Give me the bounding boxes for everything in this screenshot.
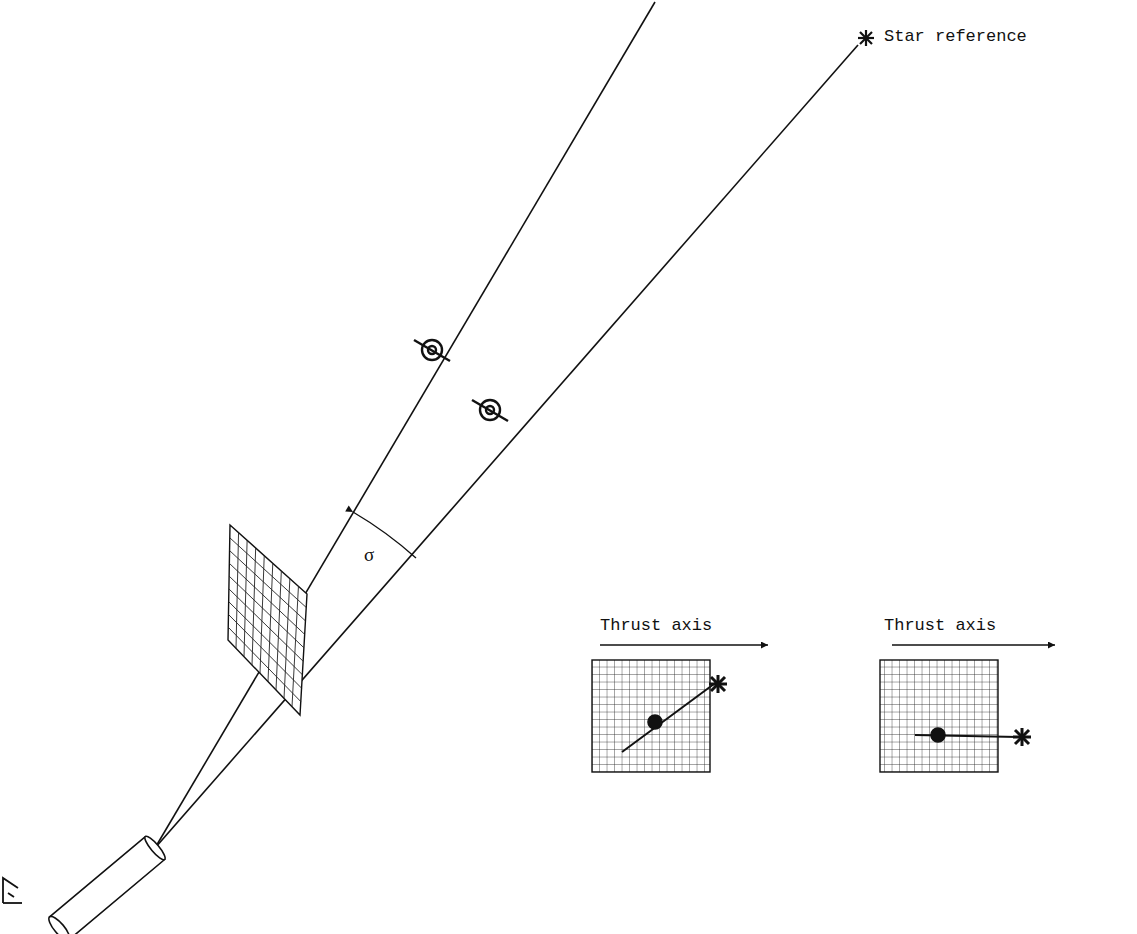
reticle-line bbox=[236, 533, 239, 649]
reticle-line bbox=[292, 586, 298, 706]
angle-label: σ bbox=[364, 545, 374, 566]
reticle-line bbox=[268, 563, 273, 681]
sight-line bbox=[155, 45, 858, 848]
reticle-line bbox=[276, 571, 281, 690]
star-symbol bbox=[1013, 728, 1031, 746]
star-symbol bbox=[858, 30, 874, 46]
thrust-arrow bbox=[600, 644, 768, 646]
reticle-line bbox=[284, 579, 290, 699]
reticle-line bbox=[229, 576, 304, 648]
star-symbol bbox=[709, 675, 727, 693]
sight-line bbox=[155, 2, 655, 848]
axis-label: Thrust axis bbox=[884, 617, 996, 636]
eye-symbol bbox=[3, 878, 22, 903]
reticle-line bbox=[230, 551, 306, 621]
star-label: Star reference bbox=[884, 28, 1027, 47]
planet-symbol bbox=[414, 340, 508, 421]
reticle-line bbox=[229, 589, 303, 661]
reticle-line bbox=[230, 538, 306, 608]
thrust-arrow bbox=[892, 644, 1055, 646]
reticle-line bbox=[244, 540, 247, 656]
reticle-line bbox=[228, 614, 301, 688]
reticle-line bbox=[260, 556, 264, 674]
inset-grid bbox=[880, 660, 998, 772]
dot bbox=[648, 715, 662, 729]
angle-arc bbox=[353, 512, 416, 558]
inset-grid bbox=[592, 660, 710, 772]
reticle-line bbox=[228, 627, 301, 701]
reticle-line bbox=[252, 548, 256, 665]
inset-line bbox=[622, 681, 718, 752]
telescope bbox=[46, 834, 168, 934]
dot bbox=[931, 728, 945, 742]
reticle-grid bbox=[228, 525, 307, 715]
axis-label: Thrust axis bbox=[600, 617, 712, 636]
reticle-line bbox=[229, 563, 304, 634]
reticle-line bbox=[229, 602, 303, 675]
